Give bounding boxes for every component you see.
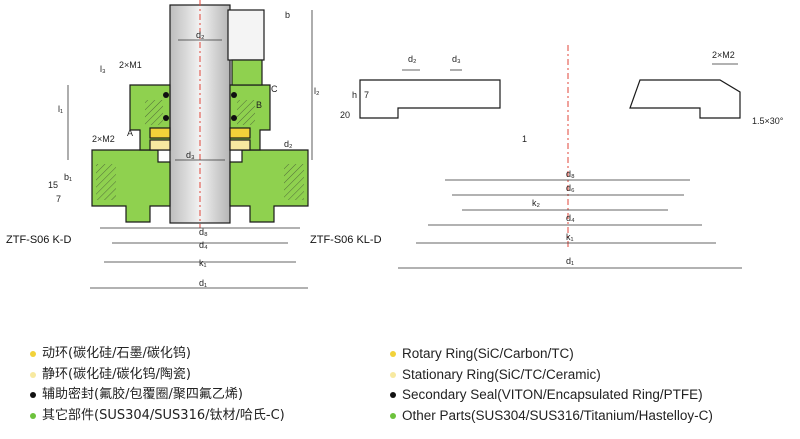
dim-m2: 2×M2 [92, 134, 115, 144]
profile-chamfer: 1.5×30° [752, 116, 784, 126]
profile-d1: d₁ [566, 256, 574, 266]
left-flange-hatch [96, 164, 116, 200]
legend-chinese: 动环(碳化硅/石墨/碳化钨) 静环(碳化硅/碳化钨/陶瓷) 辅助密封(氟胶/包覆… [30, 344, 285, 426]
o-ring [163, 115, 169, 121]
dim-k1: k₁ [199, 258, 207, 268]
dim-l3: l₃ [100, 64, 106, 74]
profile-1: 1 [522, 134, 527, 144]
left-gland-hatch [145, 100, 163, 125]
profile-7: 7 [364, 90, 369, 100]
left-flange-profile [359, 79, 501, 119]
o-ring [231, 92, 237, 98]
dim-15: 15 [48, 180, 58, 190]
dim-d4: d₄ [199, 240, 208, 250]
dim-l1: l₁ [58, 104, 63, 114]
dim-d8: d₈ [199, 227, 208, 237]
dim-7: 7 [56, 194, 61, 204]
dim-m1: 2×M1 [119, 60, 142, 70]
dim-l2: l₂ [314, 86, 320, 96]
dim-d2-right: d₂ [284, 139, 293, 149]
right-rotary-ring [229, 127, 251, 139]
profile-h: h [352, 90, 357, 100]
bullet-icon [30, 392, 36, 399]
profile-d3: d₃ [452, 54, 461, 64]
profile-20: 20 [340, 110, 350, 120]
legend-item: Secondary Seal(VITON/Encapsulated Ring/P… [390, 385, 713, 406]
o-ring [231, 115, 237, 121]
legend-item: Other Parts(SUS304/SUS316/Titanium/Haste… [390, 406, 713, 427]
assembly-section: d₈ d₄ k₁ d₁ d₃ d₂ d₂ l₁ l₂ l₃ b b₁ 2×M1 … [48, 0, 320, 289]
callout-c: C [271, 84, 278, 94]
bullet-icon [390, 351, 396, 358]
bullet-icon [30, 412, 36, 419]
profile-d6: d₆ [566, 183, 575, 193]
bullet-icon [390, 412, 396, 419]
profile-m2: 2×M2 [712, 50, 735, 60]
collar-lower [231, 59, 263, 86]
legend-item: Rotary Ring(SiC/Carbon/TC) [390, 344, 713, 365]
left-stationary-ring [149, 139, 171, 151]
dim-d2: d₂ [196, 30, 205, 40]
profile-k1: k₁ [566, 232, 574, 242]
profile-k2: k₂ [532, 198, 541, 208]
left-title: ZTF-S06 K-D [6, 234, 71, 246]
right-flange-profile [629, 79, 741, 119]
bullet-icon [30, 351, 36, 358]
dim-d3: d₃ [186, 150, 195, 160]
legend-english: Rotary Ring(SiC/Carbon/TC) Stationary Ri… [390, 344, 713, 426]
right-stationary-ring [229, 139, 251, 151]
left-rotary-ring [149, 127, 171, 139]
collar [227, 9, 265, 61]
dim-b: b [285, 10, 290, 20]
flange-profile: d₂ d₃ 2×M2 d₈ d₆ k₂ d₄ k₁ d₁ h 7 20 1 1.… [340, 45, 784, 269]
seal-drawing: d₈ d₄ k₁ d₁ d₃ d₂ d₂ l₁ l₂ l₃ b b₁ 2×M1 … [6, 0, 784, 289]
bullet-icon [30, 371, 36, 378]
legend-item: 辅助密封(氟胶/包覆圈/聚四氟乙烯) [30, 385, 285, 406]
right-flange-hatch [284, 164, 304, 200]
bullet-icon [390, 371, 396, 378]
profile-d4: d₄ [566, 213, 575, 223]
callout-b: B [256, 100, 262, 110]
legend-item: 动环(碳化硅/石墨/碳化钨) [30, 344, 285, 365]
o-ring [163, 92, 169, 98]
legend-item: 静环(碳化硅/碳化钨/陶瓷) [30, 365, 285, 386]
profile-d8: d₈ [566, 169, 575, 179]
legend-item: 其它部件(SUS304/SUS316/钛材/哈氏-C) [30, 406, 285, 427]
dim-b1: b₁ [64, 172, 72, 182]
mid-title: ZTF-S06 KL-D [310, 234, 382, 246]
right-gland-hatch [237, 100, 255, 125]
legend-item: Stationary Ring(SiC/TC/Ceramic) [390, 365, 713, 386]
profile-d2: d₂ [408, 54, 417, 64]
callout-a: A [127, 128, 133, 138]
bullet-icon [390, 392, 396, 399]
dim-d1: d₁ [199, 278, 207, 288]
